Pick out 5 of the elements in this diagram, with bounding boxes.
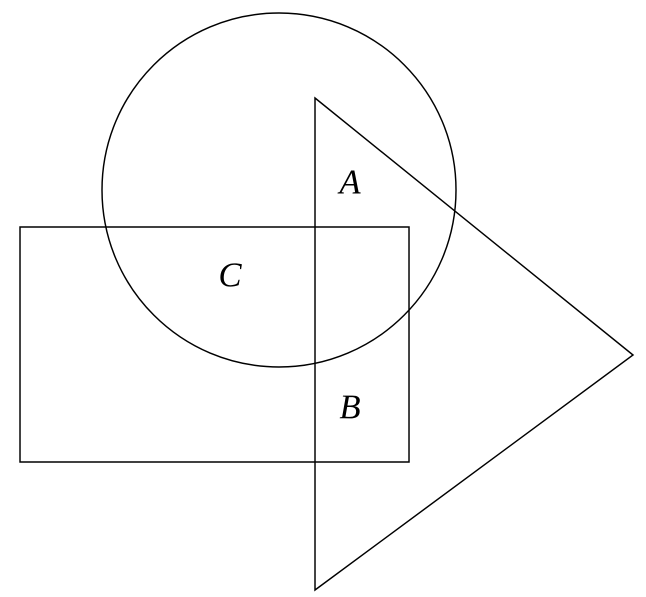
circle — [101, 12, 457, 368]
region-label: B — [340, 396, 360, 418]
region-label: A — [338, 170, 361, 194]
rectangle — [19, 226, 410, 463]
region-label: C — [220, 263, 242, 287]
